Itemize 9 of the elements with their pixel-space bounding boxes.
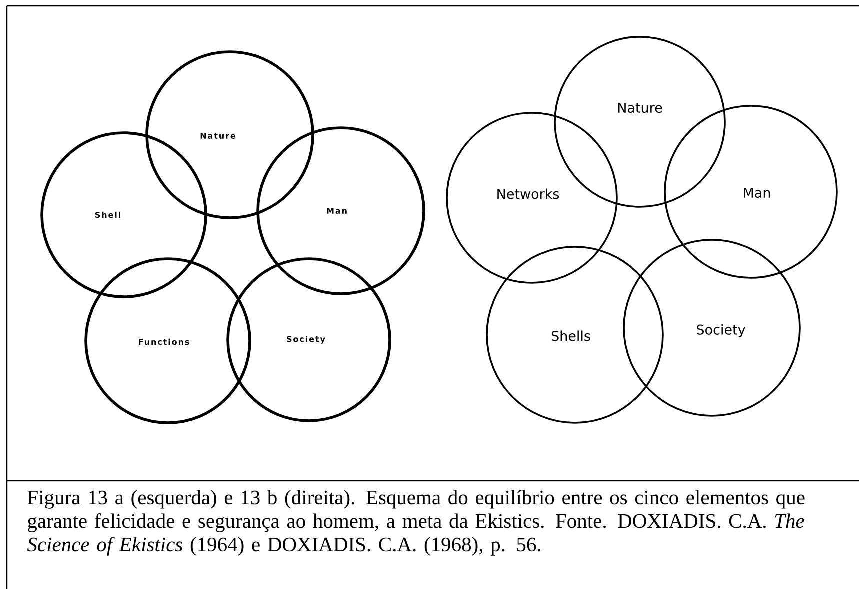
circle-node: Functions bbox=[84, 258, 252, 424]
circle-node: Society bbox=[226, 258, 392, 422]
circle-node: Nature bbox=[146, 50, 314, 220]
circle-node: Networks bbox=[446, 112, 618, 284]
caption: Figura 13 a (esquerda) e 13 b (direita). Esquema do equilíbrio entre os cinco elementos que garante felicidade e segurança ao homem, a meta da Ekistics. Fonte. DOXIADIS. C.A. The Science of Ekistics (1964) e DOXIADIS. C.A. (1968), p. 56. bbox=[27, 490, 805, 556]
circle-node: Man bbox=[664, 105, 838, 279]
circle-node: Society bbox=[623, 239, 801, 417]
circle-node: Shells bbox=[486, 246, 664, 424]
circle-node: Man bbox=[256, 126, 426, 296]
